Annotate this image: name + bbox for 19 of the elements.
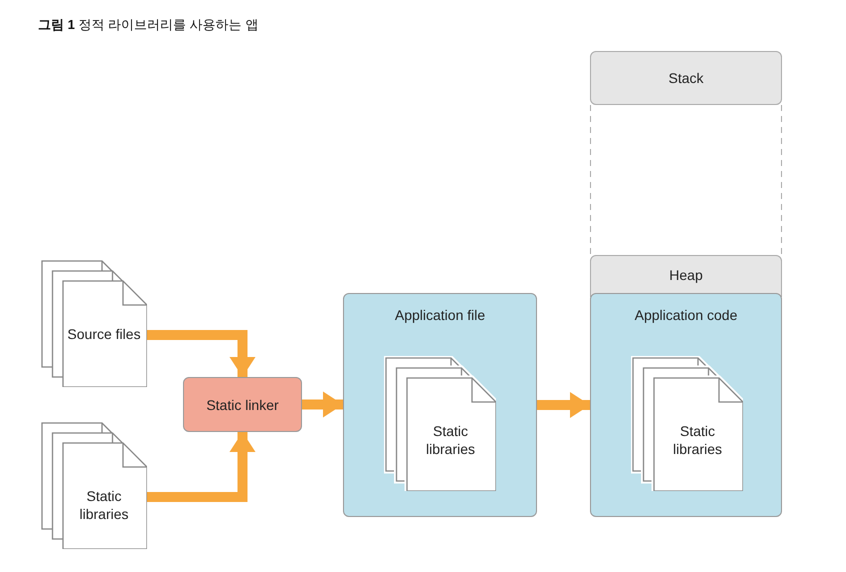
arrow (147, 330, 256, 377)
node-label: Application file (394, 306, 486, 324)
node-label: Application code (634, 306, 738, 324)
arrow (302, 392, 343, 418)
container-box (590, 293, 782, 517)
memory-box (590, 51, 782, 105)
node-label: Heap (668, 266, 704, 284)
container-box (343, 293, 537, 517)
node-label: Source files (66, 325, 142, 343)
node-label: Static libraries (672, 422, 723, 458)
arrow (147, 432, 256, 502)
node-label: Static libraries (78, 487, 130, 523)
memory-box (590, 255, 782, 297)
node-label: Stack (667, 69, 704, 87)
arrow (537, 392, 590, 418)
process-box (183, 377, 302, 432)
figure-title: 그림 1 정적 라이브러리를 사용하는 앱 (38, 16, 258, 34)
node-label: Static libraries (424, 422, 476, 458)
node-label: Static linker (205, 396, 280, 414)
